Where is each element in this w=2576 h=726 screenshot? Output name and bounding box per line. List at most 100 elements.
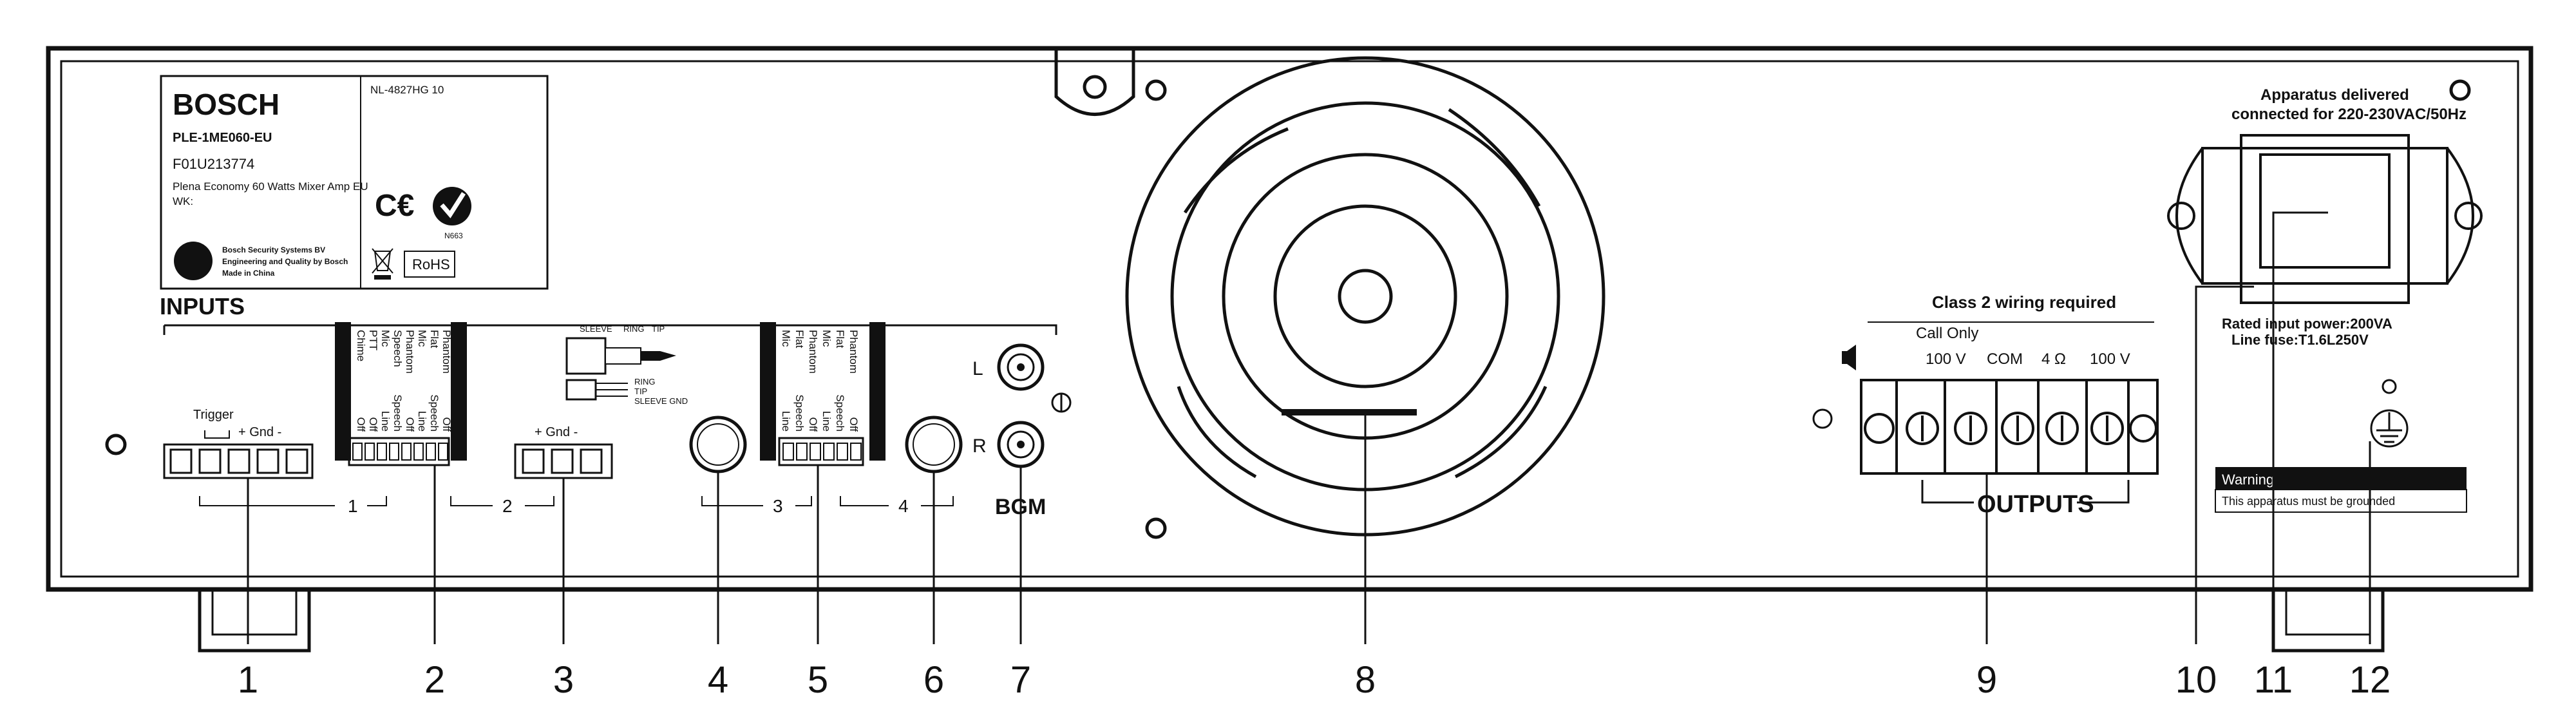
warning-text: This apparatus must be grounded bbox=[2222, 495, 2395, 508]
callout-number: 10 bbox=[2175, 659, 2217, 701]
dip-switch-cell[interactable] bbox=[413, 443, 424, 461]
dip-label: Mic bbox=[780, 330, 792, 347]
outputs-title: OUTPUTS bbox=[1977, 491, 2094, 518]
dip-label: Speech bbox=[834, 394, 846, 432]
dip-switch-cell[interactable] bbox=[438, 443, 448, 461]
dip-label: Speech bbox=[392, 330, 404, 367]
description-text: Plena Economy 60 Watts Mixer Amp EU bbox=[173, 180, 368, 193]
dip-label: Line bbox=[379, 411, 392, 432]
dip-label: Flat bbox=[834, 330, 846, 349]
brand-text: BOSCH bbox=[173, 88, 279, 121]
dip-label: Mic bbox=[379, 330, 392, 347]
iec-power-inlet[interactable] bbox=[2167, 134, 2483, 304]
label-plate: BOSCH PLE-1ME060-EU NL-4827HG 10 F01U213… bbox=[160, 75, 549, 290]
dip-label: Phantom bbox=[404, 330, 416, 374]
terminal-4ohm: 4 Ω bbox=[2041, 350, 2066, 368]
chassis bbox=[46, 46, 2533, 653]
dip-switch-cell[interactable] bbox=[377, 443, 387, 461]
input3-label: 3 bbox=[773, 496, 783, 516]
dip-label: Chime bbox=[355, 330, 367, 361]
dip-label: Flat bbox=[793, 330, 806, 349]
input1-terminal-block[interactable] bbox=[163, 443, 314, 479]
outputs-section: Class 2 wiring required Call Only 100 V … bbox=[1812, 292, 2159, 518]
rated-line-2: Line fuse:T1.6L250V bbox=[2231, 332, 2369, 348]
callout-leaders bbox=[247, 211, 2371, 644]
callout-number: 7 bbox=[1010, 659, 1031, 701]
callout-number: 12 bbox=[2349, 659, 2391, 701]
dip-switch-cell[interactable] bbox=[365, 443, 375, 461]
callout-number: 9 bbox=[1976, 659, 1997, 701]
dip-label: Speech bbox=[392, 394, 404, 432]
dip-label: Mic bbox=[820, 330, 833, 347]
jack-ring: RING bbox=[623, 324, 645, 334]
dip-switch-cell[interactable] bbox=[426, 443, 436, 461]
company-line-1: Bosch Security Systems BV bbox=[222, 245, 325, 254]
power-section: Apparatus delivered connected for 220-23… bbox=[2167, 86, 2483, 513]
dip-label: Line bbox=[820, 411, 833, 432]
terminal-100v-a: 100 V bbox=[1926, 350, 1966, 368]
bgm-rca-left[interactable] bbox=[997, 343, 1045, 391]
pin-ring: RING bbox=[634, 377, 656, 387]
input2-terminal-block[interactable] bbox=[514, 443, 613, 479]
dip-switch-cell[interactable] bbox=[782, 443, 794, 461]
dip-label: Line bbox=[416, 411, 428, 432]
weee-bin-icon bbox=[372, 248, 393, 280]
delivered-line-2: connected for 220-230VAC/50Hz bbox=[2231, 106, 2467, 123]
dip-switch-cell[interactable] bbox=[796, 443, 808, 461]
dip-switch-cell[interactable] bbox=[810, 443, 821, 461]
company-line-3: Made in China bbox=[222, 269, 275, 278]
terminal-100v-b: 100 V bbox=[2090, 350, 2130, 368]
callout-number: 2 bbox=[424, 659, 445, 701]
call-only-label: Call Only bbox=[1916, 325, 1978, 342]
dip-label: Speech bbox=[428, 394, 440, 432]
reg-number-text: NL-4827HG 10 bbox=[370, 84, 444, 96]
gnd-label-2: + Gnd - bbox=[535, 425, 578, 439]
callout-number: 4 bbox=[708, 659, 728, 701]
dip-label: Phantom bbox=[440, 330, 453, 374]
dip-switch-cell[interactable] bbox=[389, 443, 399, 461]
dip-label: Off bbox=[848, 417, 860, 432]
bgm-left-label: L bbox=[972, 358, 983, 379]
dip-switch-cell[interactable] bbox=[837, 443, 848, 461]
input1-label: 1 bbox=[348, 496, 358, 516]
bgm-right-label: R bbox=[972, 435, 987, 457]
model-text: PLE-1ME060-EU bbox=[173, 131, 272, 145]
rohs-text: RoHS bbox=[412, 256, 450, 272]
bgm-rca-right[interactable] bbox=[997, 421, 1045, 468]
dip-label: Flat bbox=[428, 330, 440, 349]
dip-label: Off bbox=[404, 417, 416, 432]
part-number-text: F01U213774 bbox=[173, 156, 254, 172]
jack-sleeve: SLEEVE bbox=[580, 324, 612, 334]
jack-wiring-diagram: SLEEVE RING TIP RING TIP SLEEVE GND bbox=[565, 324, 688, 406]
input4-xlr-socket[interactable] bbox=[905, 416, 963, 473]
gnd-label-1: + Gnd - bbox=[238, 425, 281, 439]
wk-text: WK: bbox=[173, 195, 193, 207]
certification-tick-icon bbox=[433, 187, 471, 225]
dip-switch-cell[interactable] bbox=[823, 443, 835, 461]
ground-terminal-icon[interactable] bbox=[2370, 379, 2409, 448]
dip-switch-cell[interactable] bbox=[850, 443, 862, 461]
dip-label: Line bbox=[780, 411, 792, 432]
trigger-label: Trigger bbox=[193, 408, 234, 422]
inputs-title: INPUTS bbox=[160, 293, 245, 320]
speaker-terminal-strip[interactable] bbox=[1860, 379, 2159, 475]
input3-xlr-socket[interactable] bbox=[689, 416, 747, 473]
dip-label: PTT bbox=[367, 330, 379, 350]
class2-note: Class 2 wiring required bbox=[1932, 292, 2116, 312]
pin-tip: TIP bbox=[634, 387, 647, 396]
dip-label: Off bbox=[440, 417, 453, 432]
dip-switch-cell[interactable] bbox=[401, 443, 412, 461]
dip-label: Mic bbox=[416, 330, 428, 347]
ce-mark: C€ bbox=[375, 189, 414, 223]
delivered-line-1: Apparatus delivered bbox=[2260, 86, 2409, 104]
dip-switch-cell[interactable] bbox=[352, 443, 363, 461]
